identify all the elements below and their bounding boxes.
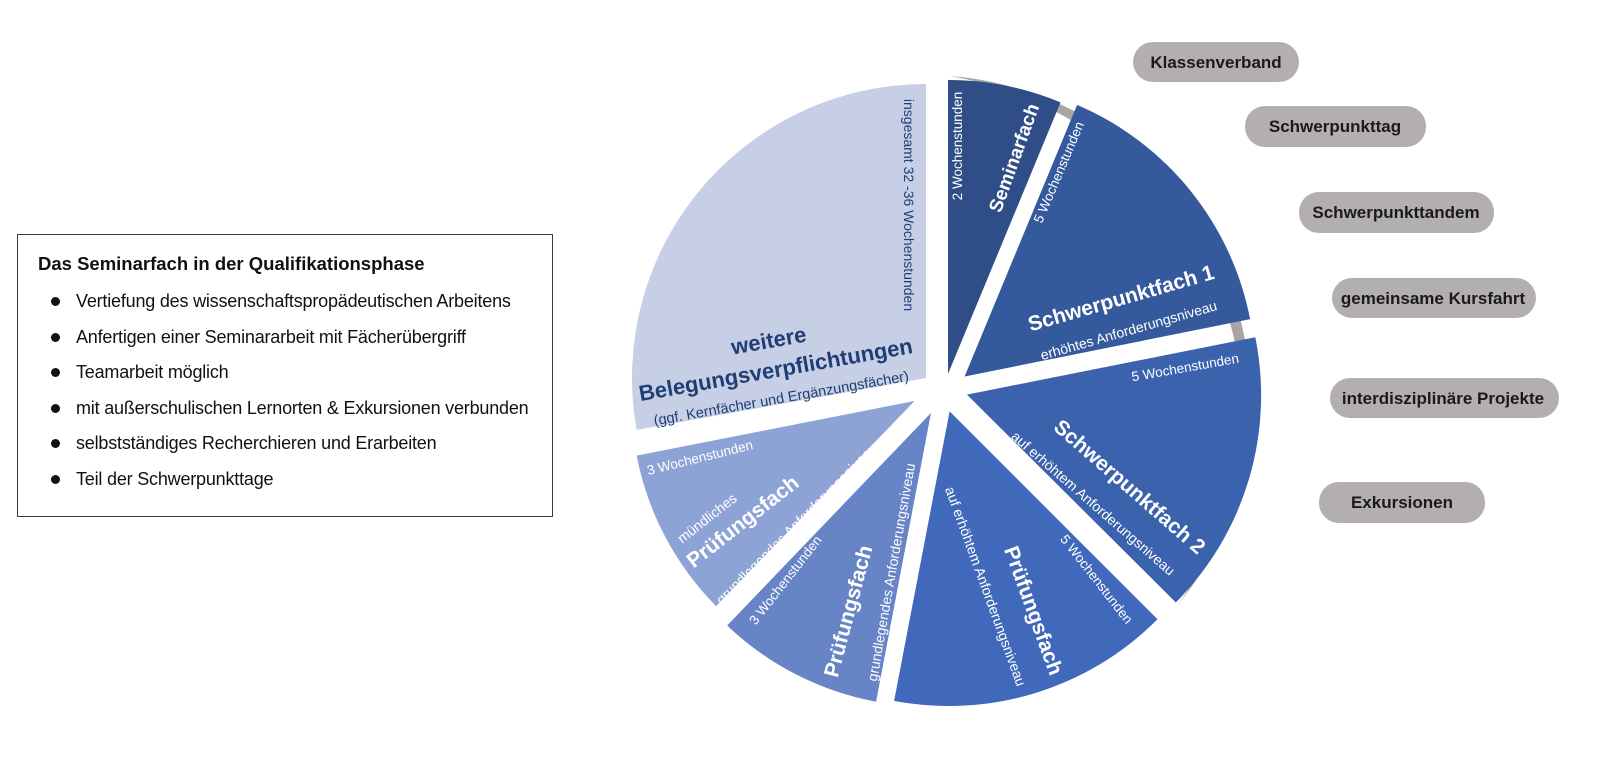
pill-klassenverband: Klassenverband <box>1133 42 1299 82</box>
pill-label: Exkursionen <box>1351 493 1453 512</box>
pill-gemeinsame-kursfahrt: gemeinsame Kursfahrt <box>1332 278 1536 318</box>
pill-label: Schwerpunkttag <box>1269 117 1401 136</box>
list-item-text: Teamarbeit möglich <box>76 362 229 383</box>
info-list: Vertiefung des wissenschaftspropädeutisc… <box>18 290 529 504</box>
weitere-total: insgesamt 32 -36 Wochenstunden <box>901 99 917 311</box>
pill-schwerpunkttandem: Schwerpunkttandem <box>1299 192 1494 233</box>
pill-interdisziplinaere-projekte: interdisziplinäre Projekte <box>1330 378 1559 418</box>
pill-label: Schwerpunkttandem <box>1312 203 1479 222</box>
seminarfach-hours: 2 Wochenstunden <box>950 92 965 201</box>
segment-weitere <box>632 84 926 430</box>
pill-label: Klassenverband <box>1150 53 1281 72</box>
list-item-text: Teil der Schwerpunkttage <box>76 468 274 489</box>
pill-label: gemeinsame Kursfahrt <box>1341 289 1526 308</box>
list-item-text: Anfertigen einer Seminararbeit mit Fäche… <box>76 326 466 347</box>
list-item-text: mit außerschulischen Lernorten & Exkursi… <box>76 397 529 418</box>
segment-pruefungsfach-erhoeht <box>894 411 1158 707</box>
info-title: Das Seminarfach in der Qualifikationspha… <box>38 253 425 274</box>
bullet-icon <box>51 474 60 484</box>
bullet-icon <box>51 368 60 378</box>
segment-seminarfach <box>948 80 1061 374</box>
pill-schwerpunkttag: Schwerpunkttag <box>1245 106 1426 147</box>
list-item: mit außerschulischen Lernorten & Exkursi… <box>18 397 529 433</box>
list-item-text: selbstständiges Recherchieren und Erarbe… <box>76 433 437 454</box>
list-item: Teil der Schwerpunkttage <box>18 468 528 504</box>
bullet-icon <box>51 332 60 342</box>
info-box: Das Seminarfach in der Qualifikationspha… <box>17 234 553 517</box>
list-item: Vertiefung des wissenschaftspropädeutisc… <box>18 290 528 326</box>
segment-pruefungsfach-muendlich <box>636 400 915 607</box>
pill-exkursionen: Exkursionen <box>1319 482 1485 523</box>
list-item-text: Vertiefung des wissenschaftspropädeutisc… <box>76 291 511 311</box>
list-item: Teamarbeit möglich <box>18 361 528 397</box>
segment-schwerpunktfach-2 <box>966 337 1262 603</box>
bullet-icon <box>51 439 60 449</box>
pill-label: interdisziplinäre Projekte <box>1342 389 1544 408</box>
bullet-icon <box>51 403 60 413</box>
bullet-icon <box>51 297 60 306</box>
list-item: selbstständiges Recherchieren und Erarbe… <box>18 432 528 468</box>
segment-pruefungsfach-grundlegend <box>727 412 931 702</box>
list-item: Anfertigen einer Seminararbeit mit Fäche… <box>18 326 528 362</box>
segment-schwerpunktfach-1 <box>964 104 1251 377</box>
